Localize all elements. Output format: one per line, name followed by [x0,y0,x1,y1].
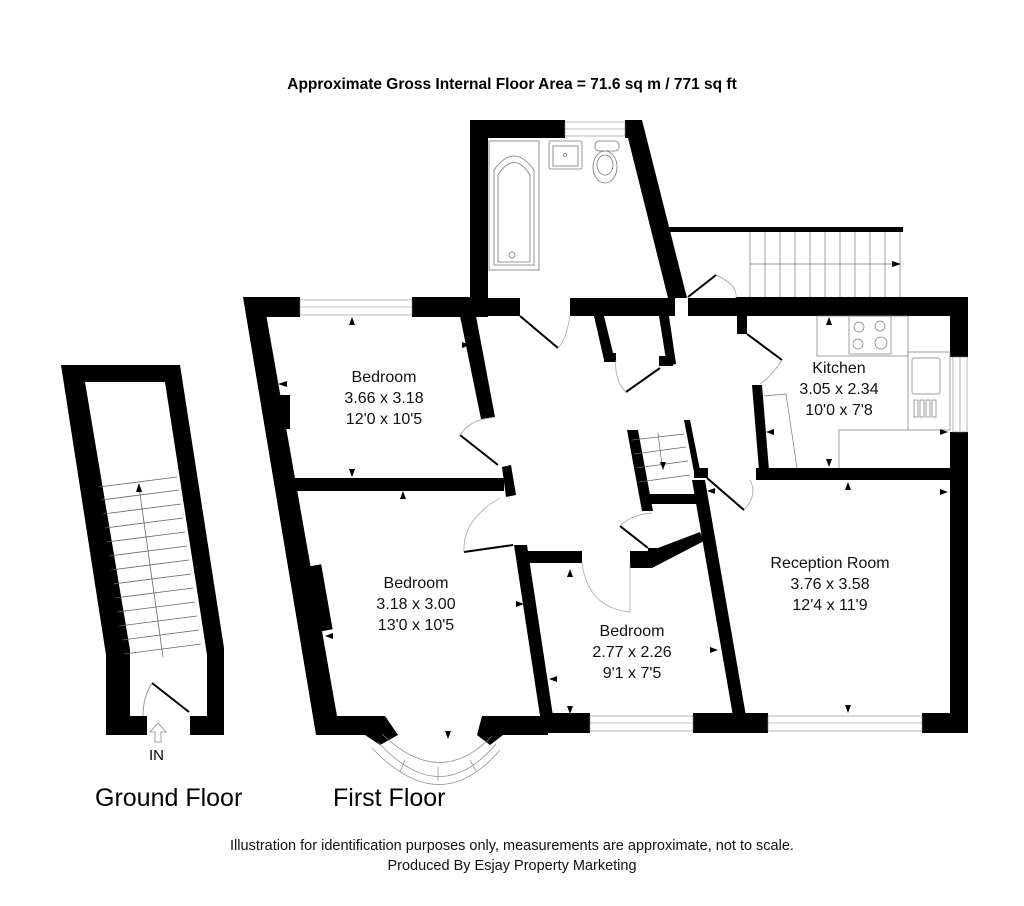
measurement-arrows [278,317,948,739]
entrance-label: IN [149,747,164,764]
room-label-bedroom-1: Bedroom 3.66 x 3.18 12'0 x 10'5 [344,367,423,430]
hob-icon [848,315,892,355]
room-label-bedroom-3: Bedroom 2.77 x 2.26 9'1 x 7'5 [592,621,671,684]
room-metric-size: 3.66 x 3.18 [344,390,424,407]
toilet-icon [592,150,618,184]
room-name: Bedroom [383,575,449,592]
room-name: Reception Room [770,555,890,572]
room-imperial-size: 12'4 x 11'9 [792,597,868,614]
sink-icon [548,140,583,170]
first-floor-plan [243,120,968,785]
floor-area-title: Approximate Gross Internal Floor Area = … [287,76,737,93]
bathroom-walls [470,120,565,305]
room-imperial-size: 12'0 x 10'5 [345,411,423,428]
room-label-reception: Reception Room 3.76 x 3.58 12'4 x 11'9 [770,553,889,616]
entrance-arrow-icon [149,722,167,743]
room-imperial-size: 9'1 x 7'5 [602,665,662,682]
bathtub-icon [488,140,540,271]
room-label-kitchen: Kitchen 3.05 x 2.34 10'0 x 7'8 [799,358,878,421]
floor-label-ground: Ground Floor [95,784,243,812]
west-wall [243,297,337,735]
room-imperial-size: 13'0 x 10'5 [377,617,455,634]
doors [459,274,783,553]
room-metric-size: 2.77 x 2.26 [592,644,672,661]
room-label-bedroom-2: Bedroom 3.18 x 3.00 13'0 x 10'5 [376,573,455,636]
room-name: Bedroom [351,369,417,386]
room-metric-size: 3.05 x 2.34 [799,381,879,398]
ground-floor-walls [61,365,224,735]
kitchen-sink-icon [911,357,941,395]
floor-label-first: First Floor [333,784,446,812]
room-name: Bedroom [599,623,665,640]
room-imperial-size: 10'0 x 7'8 [805,402,873,419]
room-metric-size: 3.18 x 3.00 [376,596,456,613]
room-metric-size: 3.76 x 3.58 [790,576,870,593]
bathroom-fixtures [488,140,620,271]
external-stairs [749,232,901,297]
ground-floor-plan [61,365,224,743]
ground-floor-stairs [98,476,202,658]
kitchen-fixtures [763,315,951,469]
room-name: Kitchen [812,360,866,377]
stair-direction-arrow-icon [136,483,142,492]
disclaimer-text: Illustration for identification purposes… [230,838,794,854]
producer-credit: Produced By Esjay Property Marketing [387,858,637,874]
